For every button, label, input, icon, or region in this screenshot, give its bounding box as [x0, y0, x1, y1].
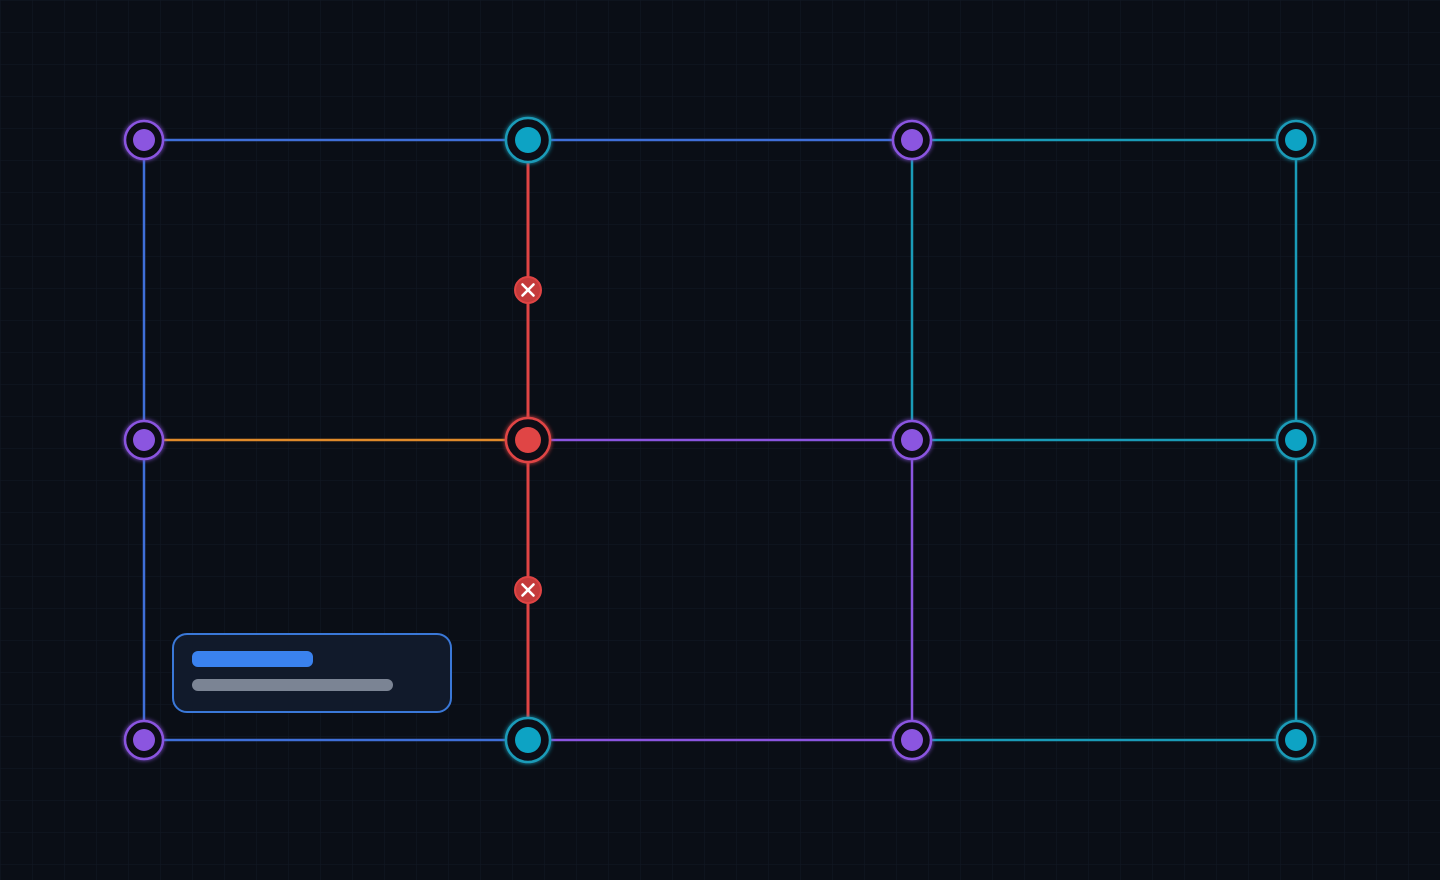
break-markers-layer	[514, 276, 542, 604]
node-n21[interactable]	[891, 419, 933, 461]
nodes-layer	[123, 116, 1317, 764]
node-n11[interactable]	[504, 416, 552, 464]
close-icon	[521, 283, 535, 297]
node-core	[133, 729, 155, 751]
node-core	[901, 129, 923, 151]
legend-card-frame	[172, 633, 452, 713]
break-marker[interactable]	[514, 276, 542, 304]
close-icon-stroke	[521, 583, 535, 597]
node-core	[1285, 429, 1307, 451]
node-n22[interactable]	[891, 719, 933, 761]
node-core	[901, 729, 923, 751]
node-core	[515, 727, 541, 753]
node-core	[515, 127, 541, 153]
node-core	[133, 429, 155, 451]
node-n02[interactable]	[123, 719, 165, 761]
node-n00[interactable]	[123, 119, 165, 161]
node-core	[1285, 129, 1307, 151]
legend-secondary-bar	[192, 679, 393, 691]
node-core	[515, 427, 541, 453]
close-icon	[521, 583, 535, 597]
break-marker[interactable]	[514, 576, 542, 604]
node-n12[interactable]	[504, 716, 552, 764]
legend-card[interactable]	[172, 633, 452, 713]
node-n32[interactable]	[1275, 719, 1317, 761]
node-n30[interactable]	[1275, 119, 1317, 161]
node-n01[interactable]	[123, 419, 165, 461]
node-n20[interactable]	[891, 119, 933, 161]
legend-primary-bar	[192, 651, 313, 667]
node-n10[interactable]	[504, 116, 552, 164]
edges-layer	[142, 138, 1298, 742]
node-n31[interactable]	[1275, 419, 1317, 461]
node-core	[1285, 729, 1307, 751]
node-core	[133, 129, 155, 151]
node-core	[901, 429, 923, 451]
close-icon-stroke	[521, 283, 535, 297]
